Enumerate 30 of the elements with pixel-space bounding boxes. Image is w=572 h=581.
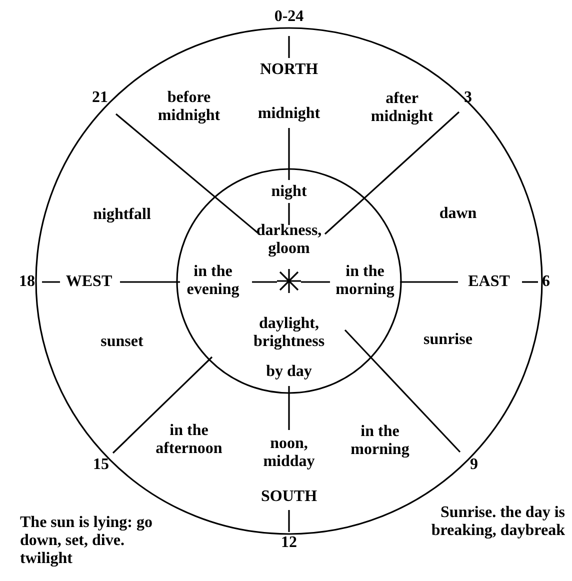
direction-label: WEST	[66, 273, 112, 291]
time-label: night	[271, 183, 307, 201]
note: The sun is lying: go down, set, dive. twilight	[20, 514, 154, 568]
time-label: in the morning	[350, 423, 410, 459]
time-label: before midnight	[156, 89, 222, 125]
hour-label: 0-24	[274, 8, 304, 26]
hour-label: 21	[92, 89, 108, 107]
hour-label: 3	[464, 89, 472, 107]
time-label: in the afternoon	[154, 422, 224, 458]
time-label: daylight, brightness	[252, 315, 326, 351]
hour-label: 15	[93, 456, 109, 474]
time-label: sunrise	[424, 331, 472, 349]
time-label: noon, midday	[262, 435, 316, 471]
hour-label: 12	[281, 534, 297, 552]
time-label: sunset	[100, 333, 144, 351]
time-label: darkness, gloom	[255, 222, 323, 258]
time-label: midnight	[258, 105, 320, 123]
time-label: by day	[266, 363, 312, 381]
hour-label: 6	[542, 273, 550, 291]
hour-label: 18	[19, 273, 35, 291]
direction-label: NORTH	[260, 61, 318, 79]
time-label: in the evening	[186, 263, 240, 299]
time-label: dawn	[439, 205, 477, 223]
direction-label: EAST	[468, 273, 510, 291]
time-label: in the morning	[334, 263, 396, 299]
hour-label: 9	[470, 456, 478, 474]
direction-label: SOUTH	[261, 488, 317, 506]
note: Sunrise. the day is breaking, daybreak	[430, 504, 565, 540]
time-label: after midnight	[370, 90, 434, 126]
time-label: nightfall	[93, 206, 151, 224]
